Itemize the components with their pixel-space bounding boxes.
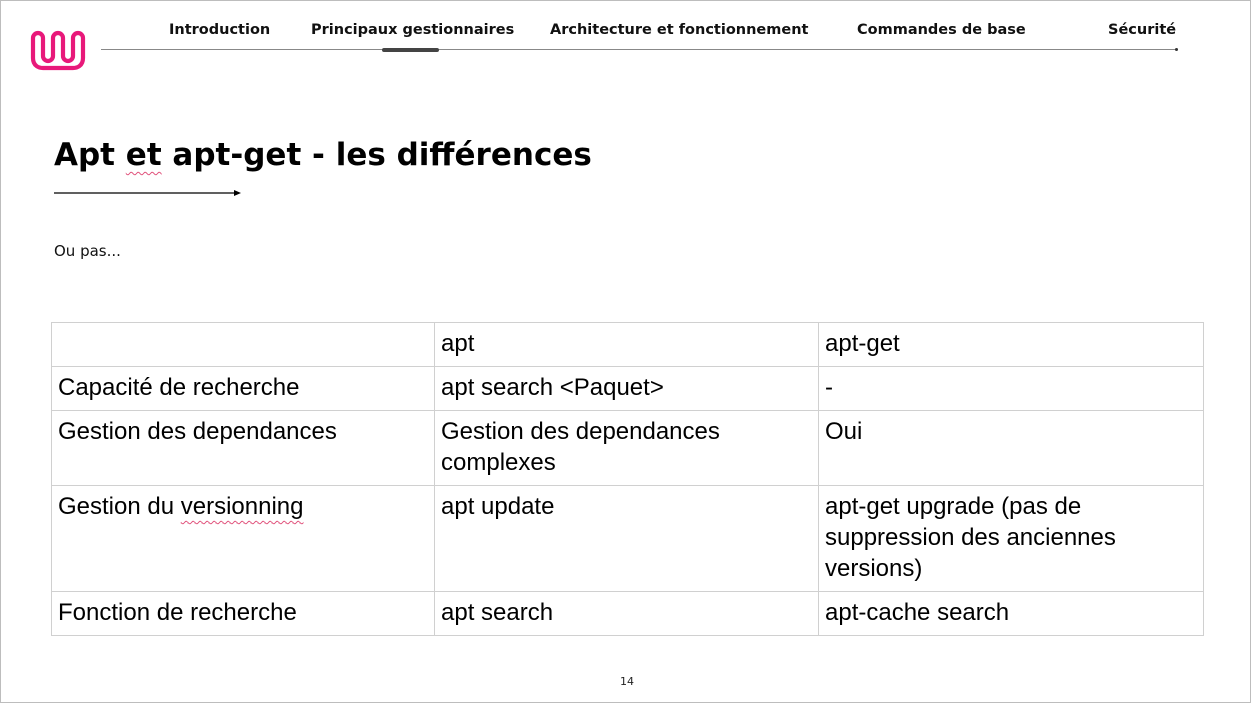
page-number: 14 bbox=[620, 675, 634, 688]
row-label-start: Gestion du bbox=[58, 493, 181, 520]
nav-track-line bbox=[101, 49, 1177, 50]
table-header-cell-apt: apt bbox=[434, 322, 819, 367]
table-row: Gestion des dependances Gestion des depe… bbox=[51, 410, 1204, 486]
table-row-label: Gestion du versionning bbox=[51, 485, 435, 592]
nav-active-indicator bbox=[382, 48, 439, 52]
table-cell-apt: apt search <Paquet> bbox=[434, 366, 819, 411]
table-cell-apt-get: - bbox=[818, 366, 1204, 411]
nav-item-principaux-gestionnaires[interactable]: Principaux gestionnaires bbox=[311, 22, 515, 38]
table-row: Gestion du versionning apt update apt-ge… bbox=[51, 485, 1204, 592]
arrow-right-icon bbox=[54, 190, 241, 196]
nav-end-dot bbox=[1175, 48, 1178, 51]
table-cell-apt: Gestion des dependances complexes bbox=[434, 410, 819, 486]
table-header-cell-apt-get: apt-get bbox=[818, 322, 1204, 367]
nav-item-commandes-de-base[interactable]: Commandes de base bbox=[857, 22, 1026, 38]
table-cell-apt: apt search bbox=[434, 591, 819, 636]
title-text-flagged-word: et bbox=[125, 137, 162, 173]
table-cell-apt-get: apt-get upgrade (pas de suppression des … bbox=[818, 485, 1204, 592]
nav-item-architecture[interactable]: Architecture et fonctionnement bbox=[550, 22, 809, 38]
comparison-table: apt apt-get Capacité de recherche apt se… bbox=[51, 322, 1204, 636]
table-row: Fonction de recherche apt search apt-cac… bbox=[51, 591, 1204, 636]
title-text-start: Apt bbox=[54, 137, 126, 173]
table-cell-apt: apt update bbox=[434, 485, 819, 592]
table-row-label: Gestion des dependances bbox=[51, 410, 435, 486]
table-cell-apt-get: Oui bbox=[818, 410, 1204, 486]
slide-subtitle: Ou pas... bbox=[54, 242, 121, 260]
nav-item-introduction[interactable]: Introduction bbox=[169, 22, 271, 38]
table-header-cell-empty bbox=[51, 322, 435, 367]
row-label-flagged-word: versionning bbox=[180, 493, 304, 520]
table-row: Capacité de recherche apt search <Paquet… bbox=[51, 366, 1204, 411]
table-row-label: Fonction de recherche bbox=[51, 591, 435, 636]
table-header-row: apt apt-get bbox=[51, 322, 1204, 367]
table-row-label: Capacité de recherche bbox=[51, 366, 435, 411]
slide-title: Apt et apt-get - les différences bbox=[54, 137, 592, 173]
table-cell-apt-get: apt-cache search bbox=[818, 591, 1204, 636]
nav-item-securite[interactable]: Sécurité bbox=[1108, 22, 1177, 38]
brand-logo-icon bbox=[30, 30, 86, 71]
title-text-end: apt-get - les différences bbox=[161, 137, 592, 173]
